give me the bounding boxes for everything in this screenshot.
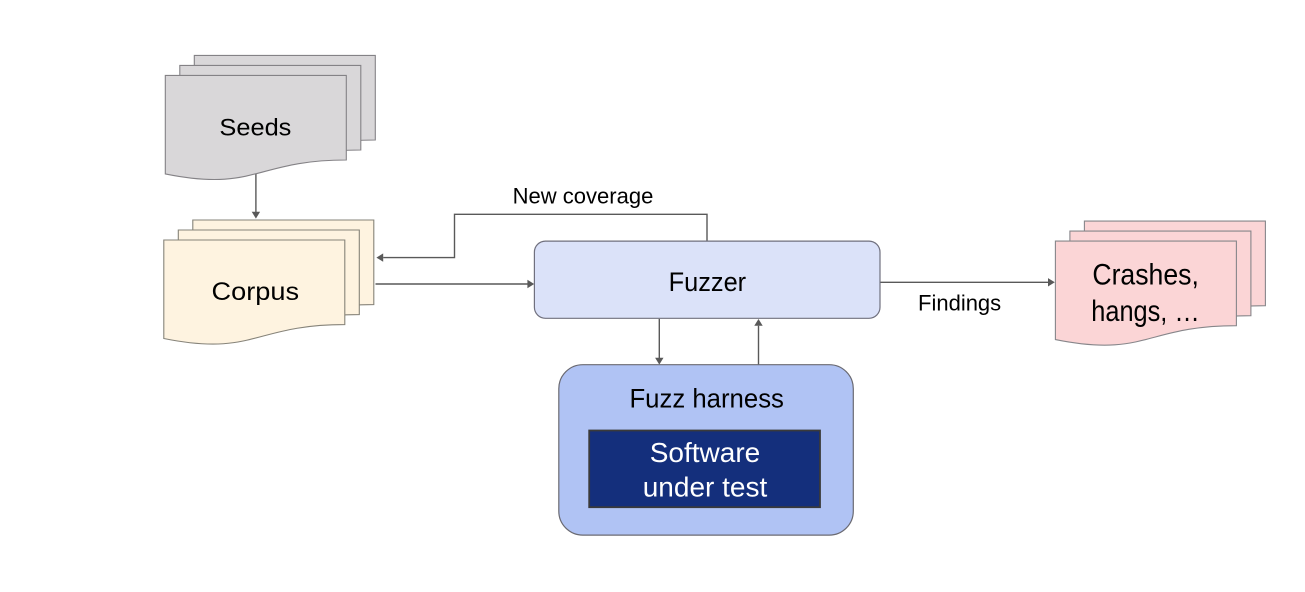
svg-text:Fuzzer: Fuzzer — [669, 267, 747, 297]
svg-text:under test: under test — [643, 472, 768, 503]
svg-text:Findings: Findings — [918, 290, 1001, 315]
svg-text:Software: Software — [650, 437, 761, 468]
svg-text:hangs, …: hangs, … — [1091, 295, 1200, 328]
svg-text:Crashes,: Crashes, — [1092, 259, 1199, 292]
svg-text:Seeds: Seeds — [219, 114, 291, 141]
svg-text:New coverage: New coverage — [513, 184, 654, 209]
svg-text:Corpus: Corpus — [212, 278, 300, 306]
svg-text:Fuzz harness: Fuzz harness — [629, 384, 784, 414]
